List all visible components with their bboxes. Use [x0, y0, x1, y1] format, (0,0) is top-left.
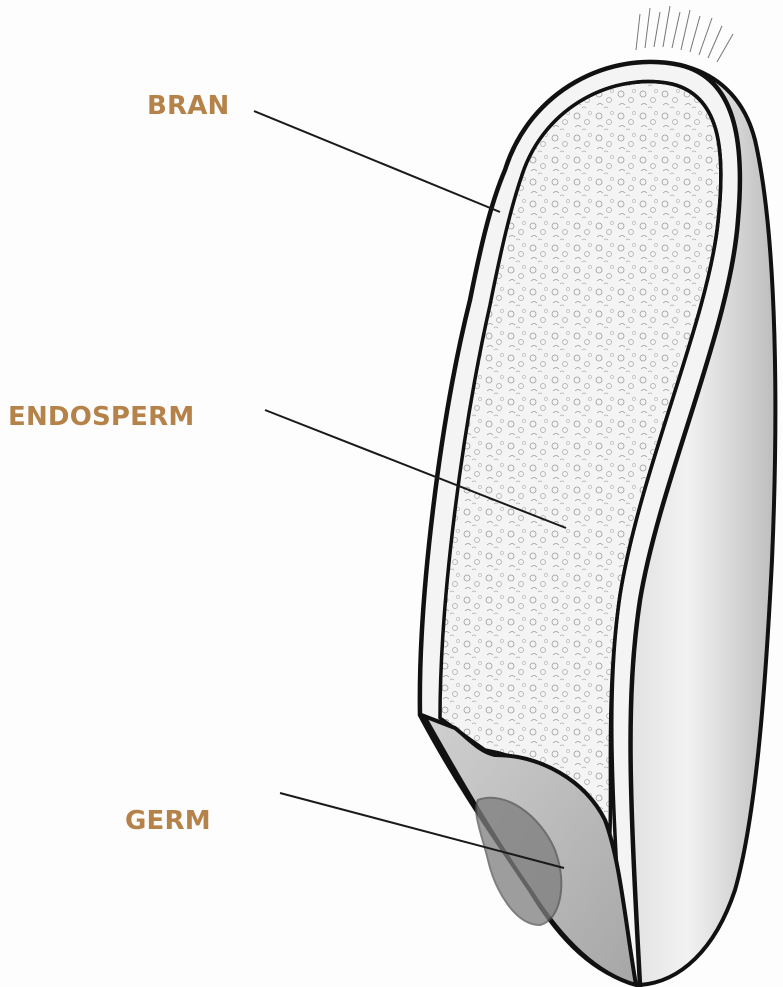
- bran-leader-line: [254, 111, 500, 212]
- bran-label: BRAN: [147, 93, 230, 119]
- brush-hairs: [636, 6, 733, 62]
- endosperm-label: ENDOSPERM: [8, 404, 194, 430]
- germ-label: GERM: [125, 808, 211, 834]
